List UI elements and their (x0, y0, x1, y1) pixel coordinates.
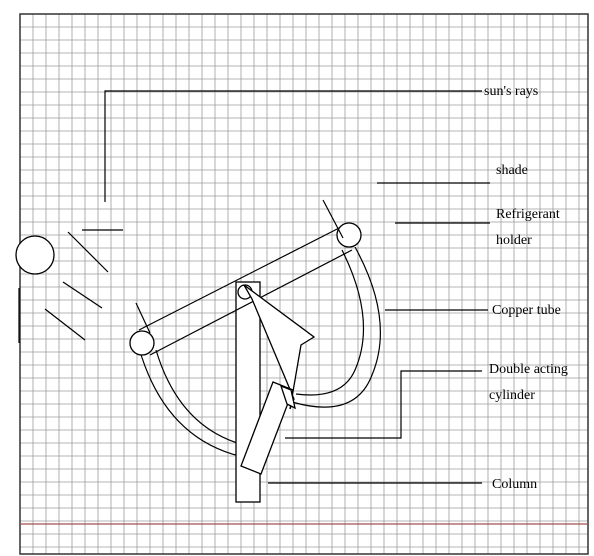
copper-tube (138, 246, 381, 459)
collector-frame (129, 199, 362, 356)
paper-border (19, 13, 589, 555)
label-double-acting-cylinder-line2: cylinder (489, 388, 535, 403)
refrigerant-holder-left (129, 330, 155, 356)
label-suns-rays: sun's rays (484, 84, 538, 99)
sun-rays (44, 229, 123, 341)
cylinder-rod-end (279, 384, 296, 410)
sun-ray (44, 308, 86, 341)
shade-plate-right (322, 199, 344, 239)
cylinder-arm (243, 284, 316, 410)
cylinder-barrel (240, 381, 294, 475)
leader-lines (104, 90, 490, 484)
leader-suns-rays (104, 90, 482, 202)
sun-ray (62, 281, 103, 309)
graph-paper-grid (19, 13, 588, 554)
collector-bar-top (138, 224, 346, 331)
sun-circle (15, 235, 55, 275)
label-refrigerant-holder-line1: Refrigerant (496, 207, 560, 222)
shade-plate-left (135, 302, 151, 334)
double-acting-cylinder (240, 284, 316, 475)
label-copper-tube: Copper tube (492, 303, 561, 318)
label-refrigerant-holder-line2: holder (496, 233, 532, 248)
copper-tube-left-inner (155, 349, 249, 447)
sun-ray (67, 231, 109, 273)
leader-cylinder (285, 370, 482, 439)
refrigerant-holder-right (336, 222, 362, 248)
sun (15, 235, 55, 343)
label-double-acting-cylinder-line1: Double acting (489, 362, 568, 377)
collector-bar-bottom (149, 249, 353, 356)
labels: sun's rays shade Refrigerant holder Copp… (484, 84, 568, 492)
copper-tube-left-outer (138, 347, 249, 459)
label-shade: shade (496, 163, 528, 178)
copper-tube-right-outer (291, 246, 381, 408)
label-column: Column (492, 477, 537, 492)
copper-tube-right-inner (295, 249, 365, 396)
